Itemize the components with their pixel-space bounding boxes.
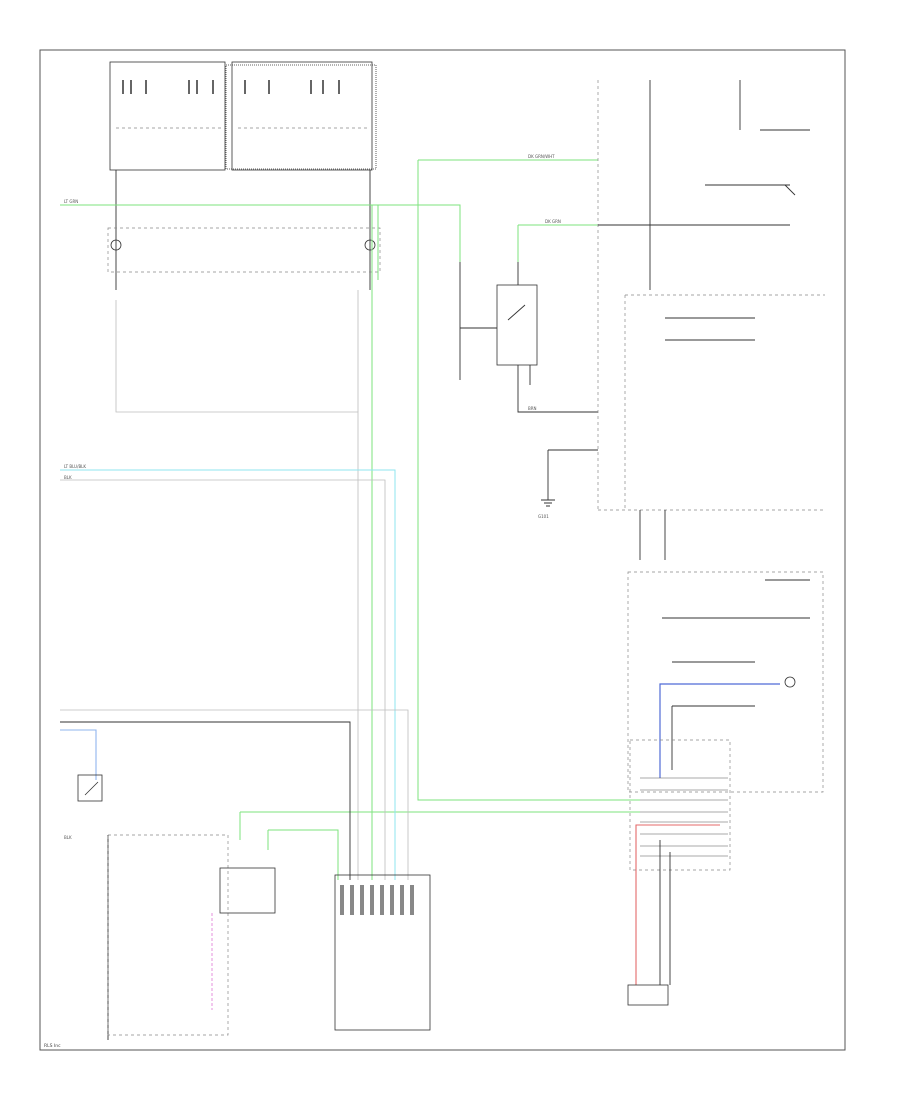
label-wire-dk-grn-wht: DK GRN/WHT [528,154,555,159]
ground-icon [541,449,598,507]
blue-wire [659,683,780,778]
footer-ref: RLS Inc [44,1043,61,1049]
diagram-frame [39,49,846,1051]
label-wire-brn: BRN [528,406,537,411]
right-mid-block [627,571,824,793]
label-left-blk: BLK [64,835,72,840]
top-connector-group [109,61,377,171]
lamp-module-left [110,170,122,290]
label-wire-dk-grn: DK GRN [545,219,561,224]
labels: LT GRN LT BLU/BLK BLK DK GRN/WHT DK GRN … [44,154,561,1049]
relay-block [459,262,598,413]
red-wire [635,824,720,985]
label-wire-blk: BLK [64,475,72,480]
label-ground: G101 [538,514,549,519]
bottom-left-area [60,709,431,1040]
right-module [597,80,825,560]
gray-wires-left [115,290,359,880]
label-wire-lt-blu: LT BLU/BLK [64,464,86,469]
label-wire-lt-grn: LT GRN [64,199,78,204]
switch-icon [77,774,103,802]
green-wire-group [60,159,640,880]
sensor-box [627,984,669,1006]
cyan-wire [60,469,396,880]
control-module-pins [629,739,731,871]
lamp-module-right [364,170,376,290]
black-gray-wire [60,479,386,880]
